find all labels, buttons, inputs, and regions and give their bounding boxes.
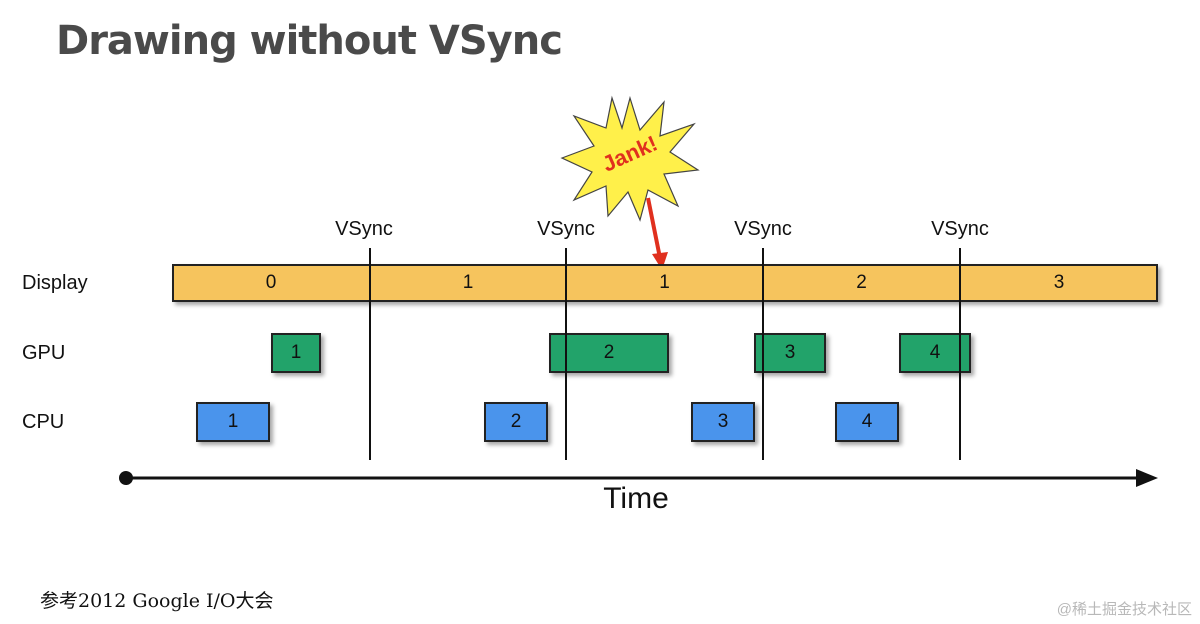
- vsync-line-4: [959, 248, 961, 460]
- row-label-display: Display: [22, 272, 88, 294]
- vsync-label-4: VSync: [931, 218, 989, 240]
- cpu-box-4: 4: [835, 402, 899, 442]
- reference-note: 参考2012 Google I/O大会: [40, 590, 274, 612]
- time-axis-label: Time: [603, 482, 669, 515]
- display-bar: [172, 264, 1158, 302]
- cpu-box-1: 1: [196, 402, 270, 442]
- row-label-cpu: CPU: [22, 411, 65, 433]
- row-label-gpu: GPU: [22, 342, 66, 364]
- jank-starburst: Jank!: [560, 94, 700, 224]
- time-axis-arrowhead: [1136, 469, 1158, 487]
- gpu-box-3: 3: [754, 333, 826, 373]
- gpu-box-1: 1: [271, 333, 321, 373]
- vsync-line-2: [565, 248, 567, 460]
- watermark: @稀土掘金技术社区: [1056, 601, 1192, 618]
- vsync-line-1: [369, 248, 371, 460]
- vsync-label-2: VSync: [537, 218, 595, 240]
- display-frame-3: 3: [1053, 272, 1065, 293]
- page-title: Drawing without VSync: [56, 18, 563, 64]
- display-frame-1: 1: [462, 272, 474, 293]
- display-frame-2: 2: [856, 272, 867, 293]
- display-frame-0: 0: [265, 272, 277, 293]
- vsync-label-1: VSync: [335, 218, 393, 240]
- cpu-box-3: 3: [691, 402, 755, 442]
- vsync-label-3: VSync: [734, 218, 792, 240]
- vsync-line-3: [762, 248, 764, 460]
- gpu-box-2: 2: [549, 333, 669, 373]
- cpu-box-2: 2: [484, 402, 548, 442]
- starburst-icon: [560, 95, 700, 222]
- display-frame-1-repeat: 1: [659, 272, 670, 293]
